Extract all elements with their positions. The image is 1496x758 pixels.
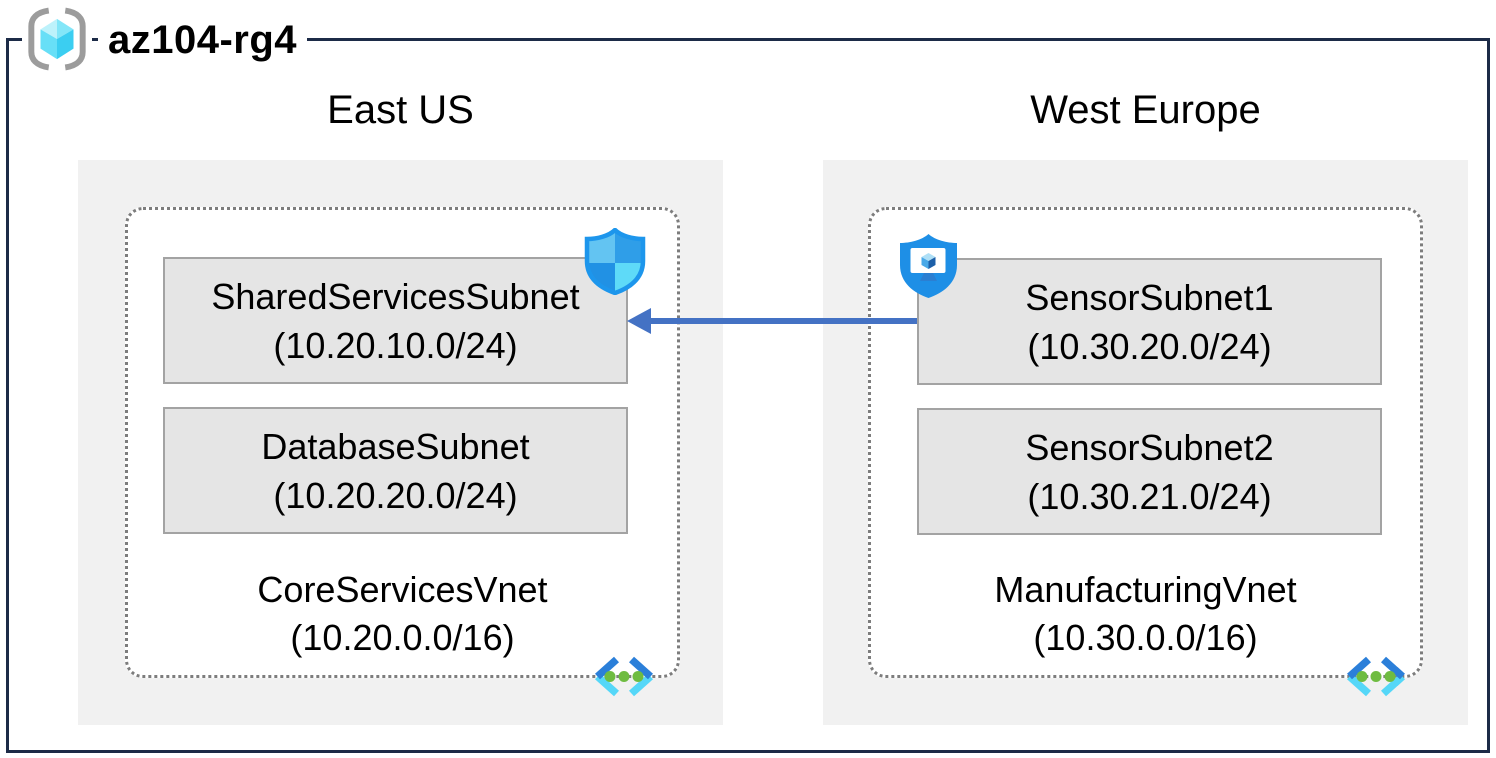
subnet-cidr: (10.30.21.0/24) (1027, 475, 1272, 517)
subnet-sensorsubnet1: SensorSubnet1 (10.30.20.0/24) (917, 258, 1382, 385)
vnet-label-manufacturingvnet: ManufacturingVnet (10.30.0.0/16) (868, 566, 1423, 662)
virtual-network-icon (1346, 656, 1406, 697)
resource-group-frame (6, 38, 1490, 753)
vnet-name: ManufacturingVnet (994, 569, 1297, 610)
vnet-cidr: (10.30.0.0/16) (1033, 617, 1258, 658)
region-label-west-europe: West Europe (1030, 88, 1261, 132)
shield-monitor-icon (900, 234, 957, 298)
subnet-name: DatabaseSubnet (261, 425, 530, 467)
subnet-cidr: (10.20.20.0/24) (273, 474, 518, 516)
subnet-cidr: (10.20.10.0/24) (273, 324, 518, 366)
subnet-cidr: (10.30.20.0/24) (1027, 325, 1272, 367)
subnet-sensorsubnet2: SensorSubnet2 (10.30.21.0/24) (917, 408, 1382, 535)
region-label-east-us: East US (327, 88, 474, 132)
network-security-group-shield-icon (584, 228, 646, 295)
subnet-databasesubnet: DatabaseSubnet (10.20.20.0/24) (163, 407, 628, 534)
subnet-name: SharedServicesSubnet (211, 275, 580, 317)
vnet-label-coreservicesvnet: CoreServicesVnet (10.20.0.0/16) (125, 566, 680, 662)
virtual-network-icon (594, 656, 654, 697)
resource-group-title: az104-rg4 (98, 16, 308, 64)
subnet-name: SensorSubnet1 (1025, 276, 1274, 318)
vnet-name: CoreServicesVnet (257, 569, 548, 610)
subnet-name: SensorSubnet2 (1025, 426, 1274, 468)
vnet-cidr: (10.20.0.0/16) (290, 617, 515, 658)
subnet-sharedservicessubnet: SharedServicesSubnet (10.20.10.0/24) (163, 257, 628, 384)
resource-group-icon (22, 6, 92, 72)
